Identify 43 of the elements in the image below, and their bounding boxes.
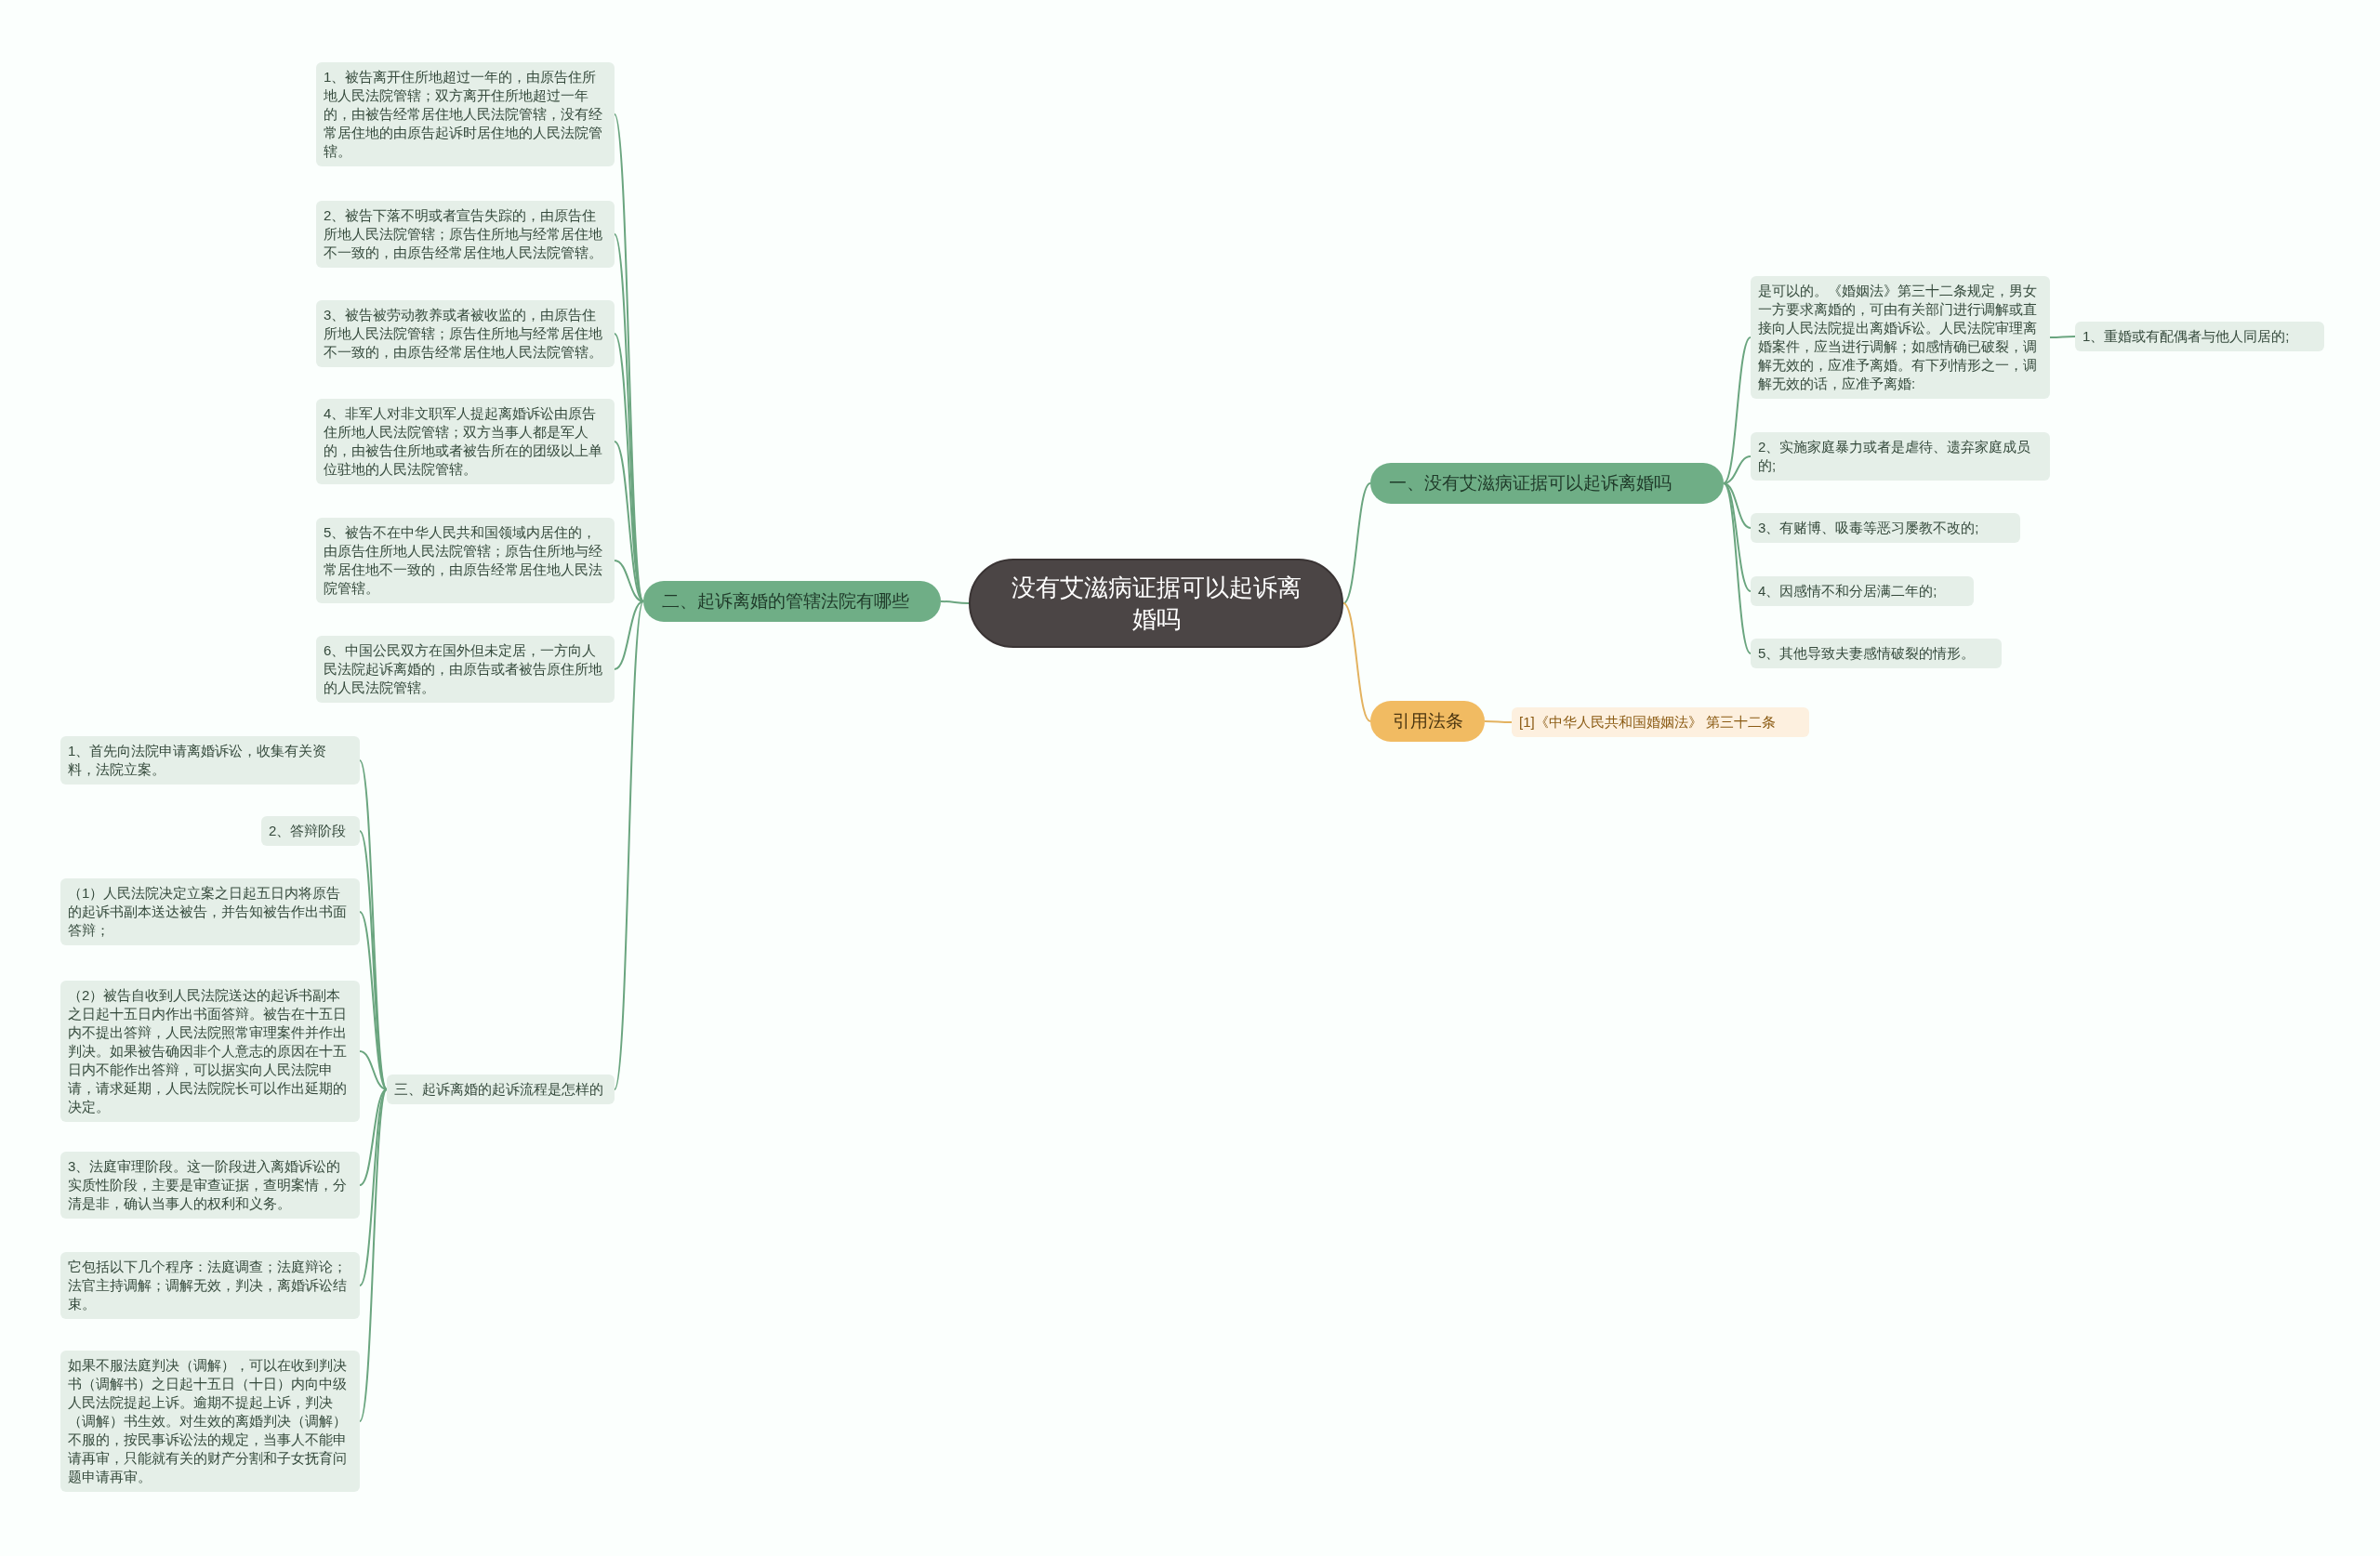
connector xyxy=(1723,482,1752,654)
topic-card: 2、答辩阶段 xyxy=(261,816,360,846)
connector xyxy=(2049,336,2076,338)
topic-card: 是可以的。《婚姻法》第三十二条规定，男女一方要求离婚的，可由有关部门进行调解或直接向人民法院提出离婚诉讼。人民法院审理离婚案件，应当进行调解；如感情确已破裂，调解无效的，应准予离婚。有下列情形之一，调解无效的话，应准予离婚: xyxy=(1751,276,2050,399)
topic-card: 6、中国公民双方在国外但未定居，一方向人民法院起诉离婚的，由原告或者被告原住所地的人民法院管辖。 xyxy=(316,636,615,703)
connector xyxy=(359,1088,388,1186)
topic-card: 三、起诉离婚的起诉流程是怎样的 xyxy=(387,1075,615,1104)
topic-card: 5、其他导致夫妻感情破裂的情形。 xyxy=(1751,639,2002,668)
connector xyxy=(1342,482,1371,604)
connector xyxy=(1484,720,1513,723)
connector xyxy=(359,911,388,1090)
topic-card: 5、被告不在中华人民共和国领域内居住的，由原告住所地人民法院管辖；原告住所地与经常居住地不一致的，由原告经常居住地人民法院管辖。 xyxy=(316,518,615,603)
connector xyxy=(940,600,970,604)
connector xyxy=(359,1088,388,1422)
connector xyxy=(614,441,644,602)
topic-card: 1、首先向法院申请离婚诉讼，收集有关资料，法院立案。 xyxy=(60,736,360,785)
branch-topic: 一、没有艾滋病证据可以起诉离婚吗 xyxy=(1370,463,1724,504)
topic-card: 它包括以下几个程序：法庭调查；法庭辩论；法官主持调解；调解无效，判决，离婚诉讼结束。 xyxy=(60,1252,360,1319)
connector xyxy=(614,600,644,670)
topic-card: 1、被告离开住所地超过一年的，由原告住所地人民法院管辖；双方离开住所地超过一年的，由被告经常居住地人民法院管辖，没有经常居住地的由原告起诉时居住地的人民法院管辖。 xyxy=(316,62,615,166)
topic-card: （1）人民法院决定立案之日起五日内将原告的起诉书副本送达被告，并告知被告作出书面答辩； xyxy=(60,878,360,945)
topic-card: 3、有赌博、吸毒等恶习屡教不改的; xyxy=(1751,513,2020,543)
topic-card: 2、被告下落不明或者宣告失踪的，由原告住所地人民法院管辖；原告住所地与经常居住地不一致的，由原告经常居住地人民法院管辖。 xyxy=(316,201,615,268)
connector xyxy=(614,600,644,1090)
topic-card: 3、法庭审理阶段。这一阶段进入离婚诉讼的实质性阶段，主要是审查证据，查明案情，分清是非，确认当事人的权利和义务。 xyxy=(60,1152,360,1219)
reference-card: [1]《中华人民共和国婚姻法》 第三十二条 xyxy=(1512,707,1809,737)
connector xyxy=(359,830,388,1090)
topic-card: （2）被告自收到人民法院送达的起诉书副本之日起十五日内作出书面答辩。被告在十五日内不提出答辩，人民法院照常审理案件并作出判决。如果被告确因非个人意志的原因在十五日内不能作出答辩，可以据实向人民法院申请，请求延期，人民法院院长可以作出延期的决定。 xyxy=(60,981,360,1122)
topic-card: 如果不服法庭判决（调解），可以在收到判决书（调解书）之日起十五日（十日）内向中级人民法院提起上诉。逾期不提起上诉，判决（调解）书生效。对生效的离婚判决（调解）不服的，按民事诉讼法的规定，当事人不能申请再审，只能就有关的财产分割和子女抚育问题申请再审。 xyxy=(60,1351,360,1492)
branch-topic: 引用法条 xyxy=(1370,701,1485,742)
connector xyxy=(1342,602,1371,722)
connector xyxy=(1723,336,1752,484)
connector xyxy=(359,1050,388,1090)
topic-card: 2、实施家庭暴力或者是虐待、遗弃家庭成员的; xyxy=(1751,432,2050,481)
central-topic: 没有艾滋病证据可以起诉离婚吗 xyxy=(969,559,1343,648)
branch-topic: 二、起诉离婚的管辖法院有哪些 xyxy=(643,581,941,622)
topic-card: 4、因感情不和分居满二年的; xyxy=(1751,576,1974,606)
connector xyxy=(359,1088,388,1286)
topic-card: 3、被告被劳动教养或者被收监的，由原告住所地人民法院管辖；原告住所地与经常居住地不一致的，由原告经常居住地人民法院管辖。 xyxy=(316,300,615,367)
connector xyxy=(1723,482,1752,529)
topic-card: 4、非军人对非文职军人提起离婚诉讼由原告住所地人民法院管辖；双方当事人都是军人的，由被告住所地或者被告所在的团级以上单位驻地的人民法院管辖。 xyxy=(316,399,615,484)
topic-card: 1、重婚或有配偶者与他人同居的; xyxy=(2075,322,2324,351)
connector xyxy=(614,560,644,602)
